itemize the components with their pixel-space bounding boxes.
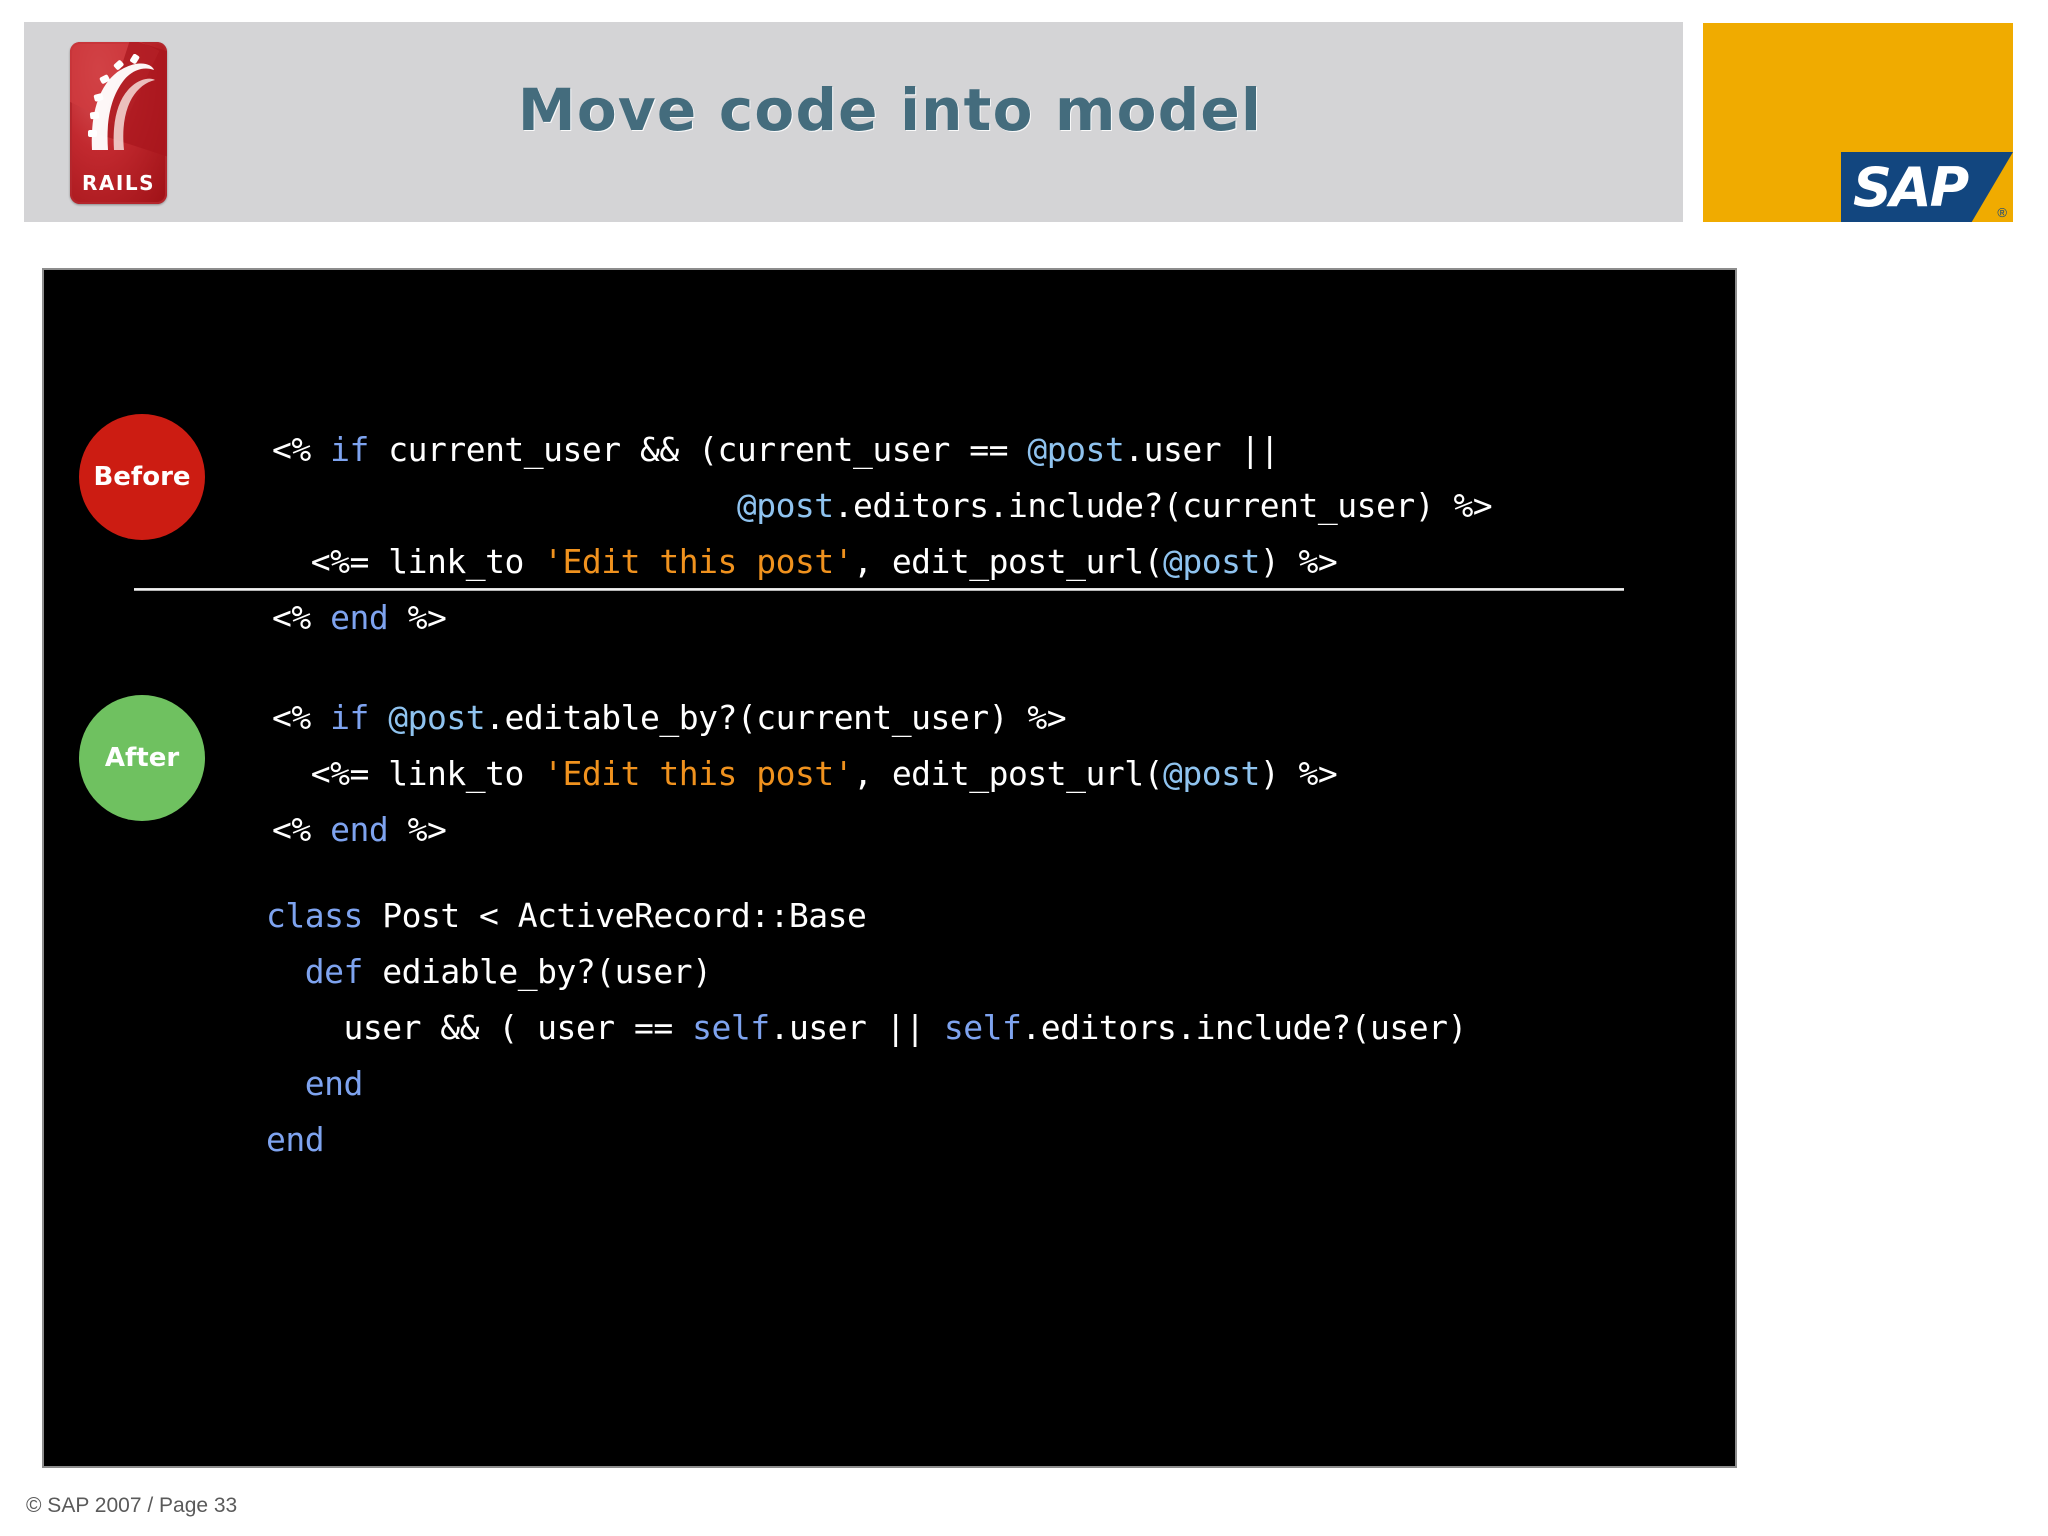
code-block-after: <% if @post.editable_by?(current_user) %… xyxy=(272,690,1338,858)
code-text: Post < ActiveRecord::Base xyxy=(362,896,867,935)
erb-open-tag: <% xyxy=(272,810,331,849)
instance-variable: @post xyxy=(736,486,834,525)
erb-open-tag: <% xyxy=(272,598,331,637)
sap-logo: SAP ® xyxy=(1703,23,2013,222)
string-literal: 'Edit this post' xyxy=(543,754,854,793)
badge-after: After xyxy=(79,695,205,821)
section-divider xyxy=(134,588,1624,591)
code-text: %> xyxy=(388,598,447,637)
code-text: .editors.include?(user) xyxy=(1021,1008,1467,1047)
code-text: link_to xyxy=(388,542,544,581)
erb-open-tag: <% xyxy=(272,430,331,469)
code-text: , edit_post_url( xyxy=(853,754,1163,793)
keyword-if: if xyxy=(330,430,369,469)
erb-output-tag: <%= xyxy=(310,754,389,793)
code-text: .editors.include?(current_user) %> xyxy=(833,486,1493,525)
slide-title: Move code into model xyxy=(517,76,1263,144)
code-text: %> xyxy=(388,810,447,849)
keyword-self: self xyxy=(943,1008,1022,1047)
code-text: link_to xyxy=(388,754,544,793)
erb-output-tag: <%= xyxy=(310,542,389,581)
sap-wordmark: SAP xyxy=(1853,156,1969,219)
keyword-def: def xyxy=(304,952,364,991)
code-indent xyxy=(272,486,737,525)
code-block-before: <% if current_user && (current_user == @… xyxy=(272,422,1493,646)
code-indent xyxy=(272,754,311,793)
keyword-end: end xyxy=(266,1120,325,1159)
string-literal: 'Edit this post' xyxy=(543,542,854,581)
code-indent xyxy=(272,542,311,581)
code-text: ) %> xyxy=(1259,542,1338,581)
code-text: , edit_post_url( xyxy=(853,542,1163,581)
badge-before-label: Before xyxy=(93,462,191,492)
code-panel: Before <% if current_user && (current_us… xyxy=(42,268,1737,1468)
code-text: current_user && (current_user == xyxy=(368,430,1028,469)
slide-footer: © SAP 2007 / Page 33 xyxy=(26,1494,238,1517)
sap-registered-icon: ® xyxy=(1997,205,2007,220)
code-text: .editable_by?(current_user) %> xyxy=(485,698,1067,737)
rails-logo-wordmark: RAILS xyxy=(82,171,155,195)
instance-variable: @post xyxy=(1162,542,1260,581)
erb-open-tag: <% xyxy=(272,698,331,737)
instance-variable: @post xyxy=(1162,754,1260,793)
code-text: ) %> xyxy=(1259,754,1338,793)
code-text: .user || xyxy=(769,1008,944,1047)
keyword-if: if xyxy=(330,698,369,737)
keyword-self: self xyxy=(692,1008,770,1047)
code-text xyxy=(369,698,388,737)
rails-logo: RAILS xyxy=(70,42,167,204)
keyword-end: end xyxy=(330,598,389,637)
slide-header-bar xyxy=(24,22,1683,222)
instance-variable: @post xyxy=(1027,430,1125,469)
sap-logo-badge: SAP xyxy=(1841,152,2013,222)
keyword-class: class xyxy=(266,896,363,935)
code-indent xyxy=(266,952,305,991)
keyword-end: end xyxy=(304,1064,364,1103)
keyword-end: end xyxy=(330,810,389,849)
badge-after-label: After xyxy=(104,743,180,773)
code-text: ediable_by?(user) xyxy=(362,952,712,991)
instance-variable: @post xyxy=(388,698,486,737)
rails-rail-icon xyxy=(88,54,155,150)
code-block-model: class Post < ActiveRecord::Base def edia… xyxy=(266,888,1467,1168)
code-text: user && ( user == xyxy=(266,1008,693,1047)
code-text: .user || xyxy=(1124,430,1280,469)
badge-before: Before xyxy=(79,414,205,540)
code-indent xyxy=(266,1064,305,1103)
